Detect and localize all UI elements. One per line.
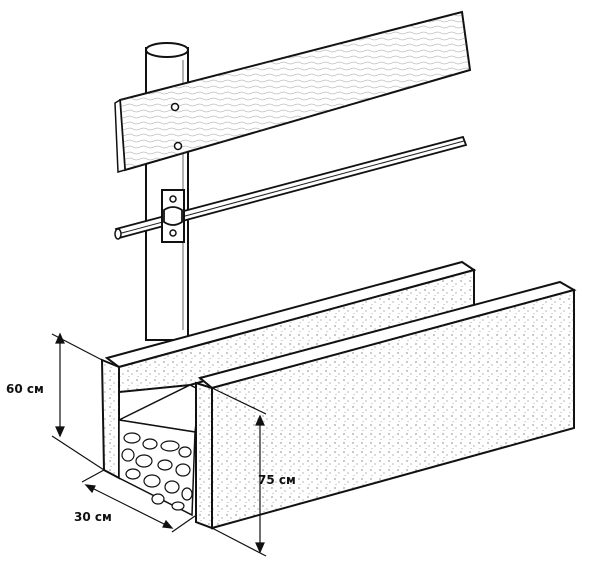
left-panel (100, 358, 120, 480)
label-height-right: 75 см (258, 473, 296, 487)
dimension-height-right (211, 387, 267, 557)
back-panel (104, 260, 477, 394)
rubble-fill (118, 419, 196, 517)
label-width-bottom: 30 см (74, 510, 112, 524)
front-panel (195, 280, 577, 530)
screw-icon (169, 229, 177, 237)
top-board (114, 10, 472, 173)
bolt-icon (170, 102, 180, 112)
clamp (161, 189, 185, 243)
bolt-icon (173, 141, 183, 151)
label-height-left: 60 см (6, 382, 44, 396)
dimension-height-left (51, 332, 105, 471)
screw-icon (169, 195, 177, 203)
dimension-width-bottom (81, 469, 196, 533)
